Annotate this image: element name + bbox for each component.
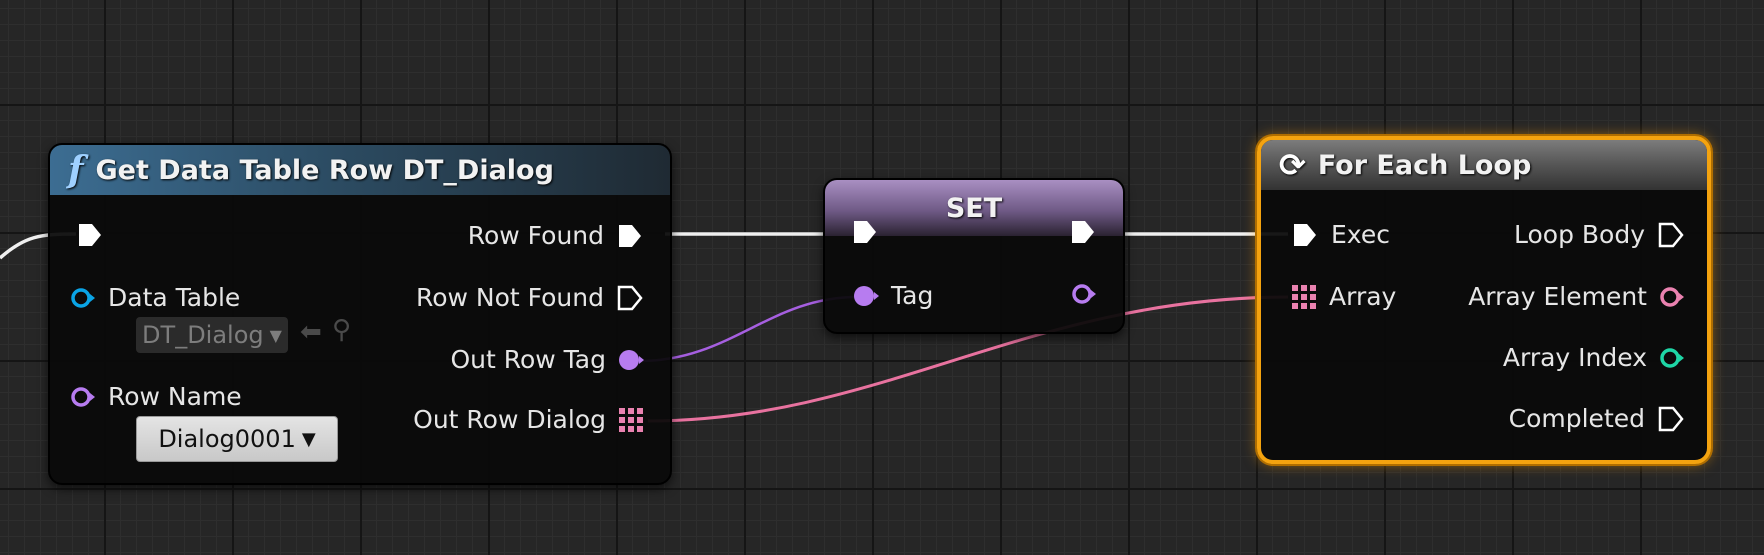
completed-pin-row[interactable]: Completed xyxy=(1509,404,1685,433)
out-row-tag-pin-row[interactable]: Out Row Tag xyxy=(450,345,644,374)
array-element-label: Array Element xyxy=(1468,282,1647,311)
exec-in-pin-row[interactable] xyxy=(76,221,104,249)
browse-magnifier-icon[interactable]: ⚲ xyxy=(332,315,352,345)
set-tag-in-pin-row[interactable]: Tag xyxy=(853,281,933,310)
loop-body-pin-row[interactable]: Loop Body xyxy=(1514,220,1685,249)
use-selected-arrow-icon[interactable]: ⬅ xyxy=(300,317,322,347)
array-grid-icon[interactable] xyxy=(618,407,644,433)
chevron-down-icon: ▼ xyxy=(269,325,282,345)
chevron-down-icon: ▼ xyxy=(301,428,316,450)
set-tag-out-pin[interactable] xyxy=(1071,281,1097,307)
row-found-label: Row Found xyxy=(467,221,604,250)
row-name-pin[interactable] xyxy=(70,384,96,410)
row-name-dropdown[interactable]: Dialog0001 ▼ xyxy=(136,416,338,462)
node-title: Get Data Table Row DT_Dialog xyxy=(95,154,554,186)
for-each-loop-node[interactable]: ⟳ For Each Loop Exec Loop Body Array Arr… xyxy=(1257,136,1711,464)
loop-exec-in-pin[interactable] xyxy=(1291,221,1319,249)
data-table-value: DT_Dialog xyxy=(142,321,264,349)
array-index-pin[interactable] xyxy=(1659,345,1685,371)
loop-exec-in-pin-row[interactable]: Exec xyxy=(1291,220,1390,249)
row-not-found-label: Row Not Found xyxy=(415,283,604,312)
array-index-pin-row[interactable]: Array Index xyxy=(1503,343,1685,372)
loop-array-pin-row[interactable]: Array xyxy=(1291,282,1396,311)
row-name-pin-row[interactable]: Row Name xyxy=(70,382,242,411)
completed-exec-pin[interactable] xyxy=(1657,405,1685,433)
loop-array-label: Array xyxy=(1329,282,1397,311)
set-tag-label: Tag xyxy=(891,281,934,310)
loop-icon: ⟳ xyxy=(1279,146,1306,184)
data-table-pin[interactable] xyxy=(70,285,96,311)
get-data-table-row-node[interactable]: f Get Data Table Row DT_Dialog Row Found… xyxy=(48,143,672,485)
row-not-found-exec-pin[interactable] xyxy=(616,284,644,312)
array-element-pin[interactable] xyxy=(1659,284,1685,310)
out-row-dialog-pin-row[interactable]: Out Row Dialog xyxy=(413,405,644,434)
array-index-label: Array Index xyxy=(1502,343,1647,372)
function-icon: f xyxy=(68,149,84,191)
exec-in-pin[interactable] xyxy=(76,221,104,249)
set-exec-in-pin-row[interactable] xyxy=(851,218,879,246)
for-each-loop-header[interactable]: ⟳ For Each Loop xyxy=(1261,140,1707,190)
completed-label: Completed xyxy=(1508,404,1645,433)
out-row-tag-pin[interactable] xyxy=(618,347,644,373)
out-row-dialog-label: Out Row Dialog xyxy=(413,405,606,434)
set-exec-out-pin-row[interactable] xyxy=(1069,218,1097,246)
array-grid-icon[interactable] xyxy=(1291,284,1317,310)
loop-exec-label: Exec xyxy=(1331,220,1390,249)
row-found-exec-pin[interactable] xyxy=(616,222,644,250)
get-data-table-row-header[interactable]: f Get Data Table Row DT_Dialog xyxy=(50,145,670,195)
loop-node-title: For Each Loop xyxy=(1317,149,1532,181)
row-name-label: Row Name xyxy=(108,382,242,411)
row-name-value: Dialog0001 xyxy=(158,425,296,453)
loop-body-exec-pin[interactable] xyxy=(1657,221,1685,249)
set-exec-in-pin[interactable] xyxy=(851,218,879,246)
set-exec-out-pin[interactable] xyxy=(1069,218,1097,246)
data-table-label: Data Table xyxy=(108,283,241,312)
row-not-found-pin-row[interactable]: Row Not Found xyxy=(416,283,644,312)
set-tag-out-pin-row[interactable] xyxy=(1071,281,1097,307)
array-element-pin-row[interactable]: Array Element xyxy=(1468,282,1685,311)
loop-body-label: Loop Body xyxy=(1513,220,1645,249)
out-row-tag-label: Out Row Tag xyxy=(450,345,606,374)
set-variable-node[interactable]: SET Tag xyxy=(823,178,1125,334)
data-table-dropdown[interactable]: DT_Dialog ▼ xyxy=(136,317,288,353)
set-tag-in-pin[interactable] xyxy=(853,283,879,309)
data-table-pin-row[interactable]: Data Table xyxy=(70,283,240,312)
set-node-title: SET xyxy=(945,192,1003,224)
row-found-pin-row[interactable]: Row Found xyxy=(468,221,644,250)
